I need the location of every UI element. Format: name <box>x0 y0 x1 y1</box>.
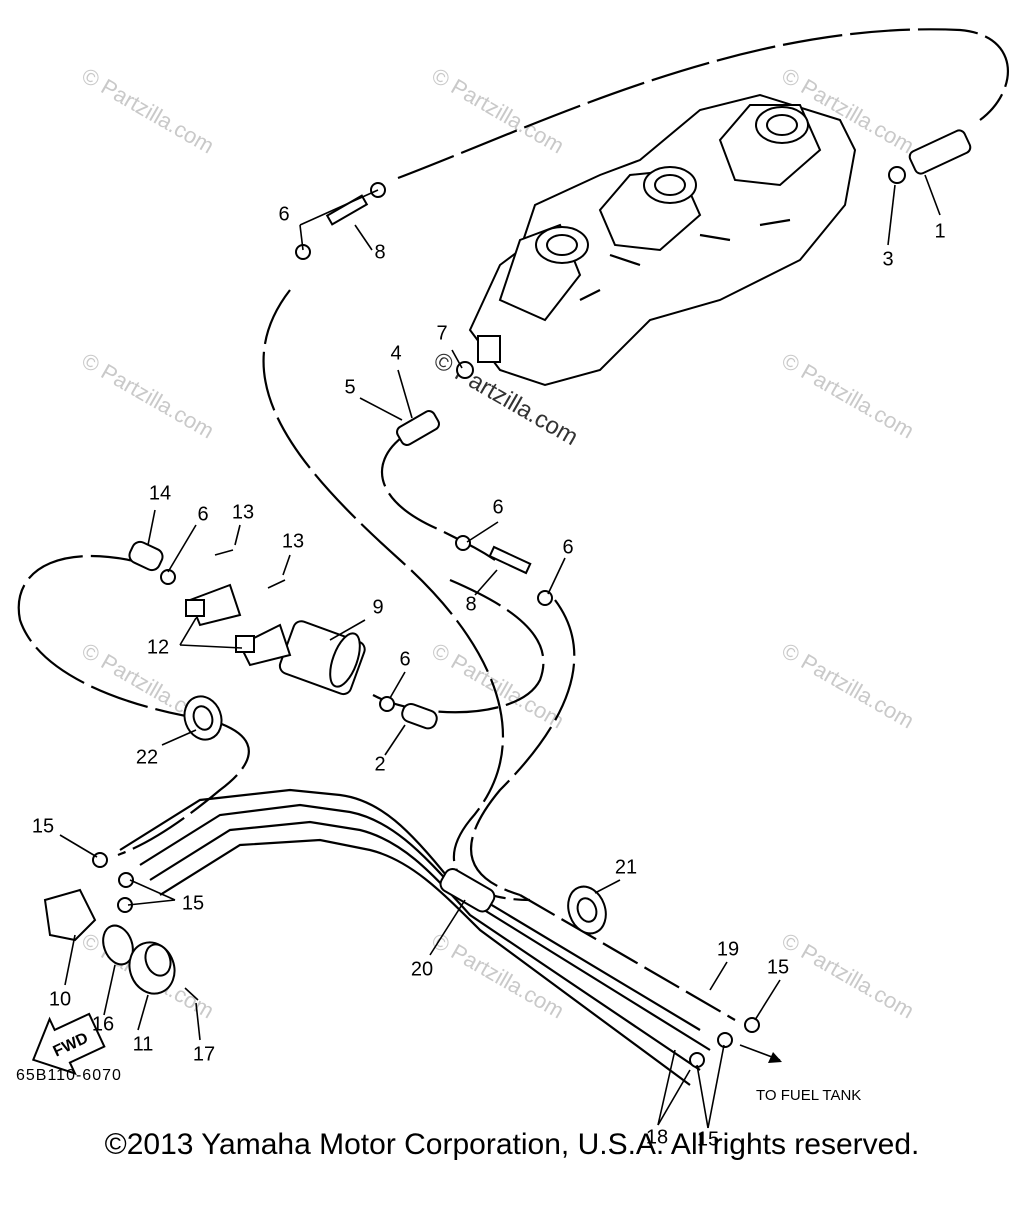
watermark: © Partzilla.com <box>428 638 569 734</box>
callout-15: 15 <box>32 815 54 837</box>
callout-5: 5 <box>344 376 355 398</box>
callout-3: 3 <box>882 248 893 270</box>
callout-21: 21 <box>615 856 637 878</box>
callout-4: 4 <box>390 342 401 364</box>
callout-22: 22 <box>136 746 158 768</box>
callout-18: 18 <box>646 1126 668 1148</box>
callout-8: 8 <box>465 593 476 615</box>
fwd-arrow: FWD <box>31 1012 106 1076</box>
watermark: © Partzilla.com <box>778 348 919 444</box>
watermark: © Partzilla.com <box>778 638 919 734</box>
callout-17: 17 <box>193 1043 215 1065</box>
callout-14: 14 <box>149 482 171 504</box>
callout-6: 6 <box>278 203 289 225</box>
hose-routes <box>17 28 1009 1086</box>
callout-9: 9 <box>372 596 383 618</box>
callout-7: 7 <box>436 322 447 344</box>
callout-15: 15 <box>182 892 204 914</box>
callout-11: 11 <box>133 1033 154 1055</box>
callout-2: 2 <box>374 753 385 775</box>
callout-1: 1 <box>934 220 945 242</box>
to-fuel-tank-label: TO FUEL TANK <box>756 1087 861 1104</box>
leader-lines <box>59 174 941 1129</box>
callout-19: 19 <box>717 938 739 960</box>
callout-13: 13 <box>232 501 254 523</box>
drawing-code: 65B110-6070 <box>16 1067 122 1084</box>
watermark: © Partzilla.com <box>78 63 219 159</box>
callout-15: 15 <box>697 1128 719 1150</box>
watermark: © Partzilla.com <box>428 63 569 159</box>
callout-8: 8 <box>374 241 385 263</box>
callout-6: 6 <box>562 536 573 558</box>
copyright-notice: ©2013 Yamaha Motor Corporation, U.S.A. A… <box>104 1128 920 1161</box>
watermark: © Partzilla.com <box>78 348 219 444</box>
callout-15: 15 <box>767 956 789 978</box>
callout-6: 6 <box>197 503 208 525</box>
callout-6: 6 <box>492 496 503 518</box>
to-fuel-tank-arrow: TO FUEL TANK <box>739 1044 861 1104</box>
callout-20: 20 <box>411 958 433 980</box>
callout-16: 16 <box>92 1013 114 1035</box>
callout-13: 13 <box>282 530 304 552</box>
carburetor-assembly <box>468 93 857 387</box>
callouts: 1 2 3 4 5 6 6 6 6 6 7 8 8 9 10 11 12 13 … <box>32 203 946 1150</box>
callout-12: 12 <box>147 636 169 658</box>
callout-10: 10 <box>49 988 71 1010</box>
callout-6: 6 <box>399 648 410 670</box>
small-parts <box>43 129 972 1068</box>
watermark: © Partzilla.com <box>778 928 919 1024</box>
